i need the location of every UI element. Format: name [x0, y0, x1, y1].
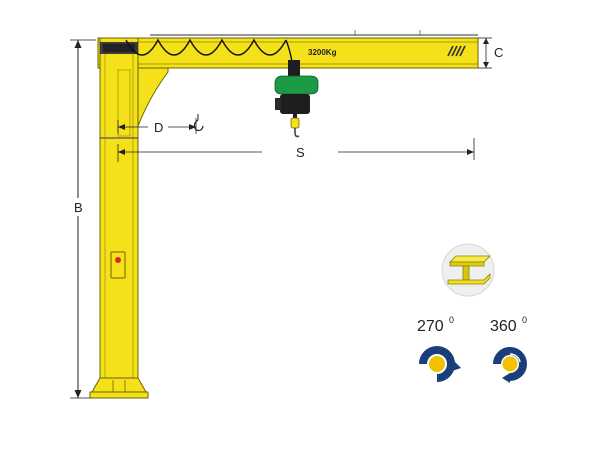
control-box	[110, 251, 126, 279]
i-beam-profile-icon	[441, 243, 495, 297]
dimension-c-label: C	[494, 45, 503, 60]
crane-column	[99, 37, 139, 391]
rotation-270-degree: 0	[449, 315, 454, 325]
rotation-270-group: 270 0	[417, 315, 461, 382]
dimension-d	[117, 114, 204, 134]
rotation-270-label: 270	[417, 318, 444, 335]
capacity-label: 3200Kg	[308, 48, 337, 57]
electric-hoist	[274, 60, 319, 138]
dimension-s-label: S	[296, 145, 305, 160]
dimension-b-label: B	[74, 200, 83, 215]
hook-icon	[290, 117, 300, 138]
dimension-b	[70, 39, 96, 399]
rotation-360-label: 360	[490, 318, 517, 335]
knee-brace	[137, 67, 169, 127]
rotation-360-group: 360 0	[490, 315, 527, 383]
end-stop-hatch	[447, 45, 466, 57]
hook-marker-icon	[193, 114, 204, 132]
dimension-c	[478, 37, 492, 69]
rotation-360-degree: 0	[522, 315, 527, 325]
rotation-270-icon	[419, 346, 461, 382]
dimension-s	[117, 138, 475, 162]
festoon-cable	[125, 38, 287, 56]
dimension-d-label: D	[154, 120, 163, 135]
base-plate	[89, 377, 149, 399]
rotation-360-icon	[493, 347, 527, 383]
